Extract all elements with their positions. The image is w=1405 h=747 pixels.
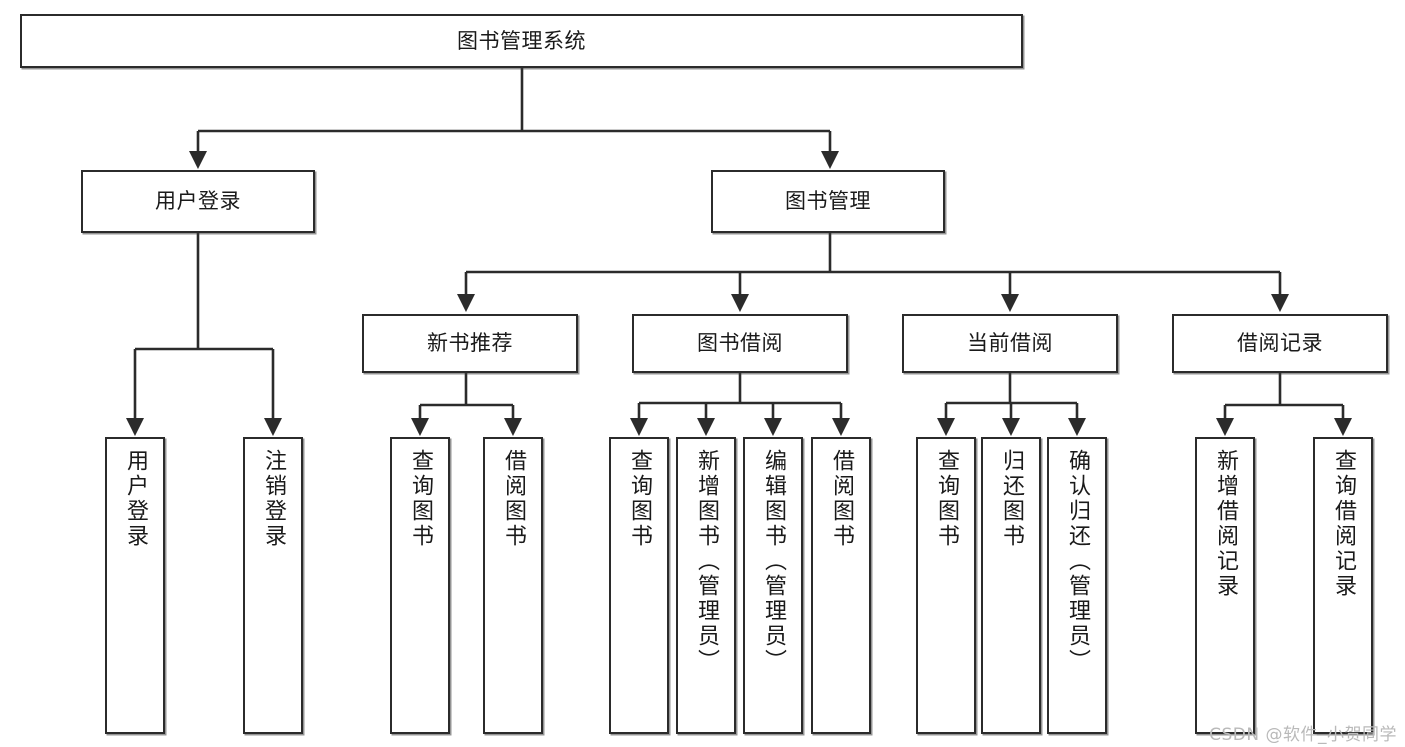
node-borrow-record-label: 借阅记录 [1237,331,1323,356]
node-book-manage-label: 图书管理 [785,189,871,214]
node-leaf-add-record[interactable]: 新增借阅记录 [1195,437,1255,734]
node-leaf-edit-book-label: 编辑图书（管理员） [761,449,786,674]
node-leaf-query-record-label: 查询借阅记录 [1331,449,1356,599]
node-leaf-query-book-3[interactable]: 查询图书 [916,437,976,734]
node-leaf-confirm-return-label: 确认归还（管理员） [1065,449,1090,674]
node-user-login-label: 用户登录 [155,189,241,214]
node-leaf-logout-login[interactable]: 注销登录 [243,437,303,734]
node-leaf-add-record-label: 新增借阅记录 [1213,449,1238,599]
node-leaf-query-book-2[interactable]: 查询图书 [609,437,669,734]
node-root-label: 图书管理系统 [457,28,586,53]
node-leaf-add-book[interactable]: 新增图书（管理员） [676,437,736,734]
node-leaf-user-login[interactable]: 用户登录 [105,437,165,734]
node-current-borrow[interactable]: 当前借阅 [902,314,1118,373]
node-leaf-borrow-book-2-label: 借阅图书 [829,449,854,549]
node-root[interactable]: 图书管理系统 [20,14,1023,68]
node-leaf-borrow-book-1[interactable]: 借阅图书 [483,437,543,734]
node-leaf-query-book-1[interactable]: 查询图书 [390,437,450,734]
node-leaf-query-book-2-label: 查询图书 [627,449,652,549]
node-leaf-return-book[interactable]: 归还图书 [981,437,1041,734]
node-leaf-return-book-label: 归还图书 [999,449,1024,549]
node-new-book-rec-label: 新书推荐 [427,331,513,356]
node-leaf-query-record[interactable]: 查询借阅记录 [1313,437,1373,734]
node-borrow-record[interactable]: 借阅记录 [1172,314,1388,373]
node-leaf-logout-login-label: 注销登录 [261,449,286,549]
node-book-borrow-label: 图书借阅 [697,331,783,356]
watermark: CSDN @软件_小贺同学 [1209,725,1397,745]
node-current-borrow-label: 当前借阅 [967,331,1053,356]
node-leaf-borrow-book-1-label: 借阅图书 [501,449,526,549]
node-leaf-query-book-3-label: 查询图书 [934,449,959,549]
node-leaf-borrow-book-2[interactable]: 借阅图书 [811,437,871,734]
node-leaf-user-login-label: 用户登录 [123,449,148,549]
node-book-manage[interactable]: 图书管理 [711,170,945,233]
node-leaf-confirm-return[interactable]: 确认归还（管理员） [1047,437,1107,734]
node-leaf-edit-book[interactable]: 编辑图书（管理员） [743,437,803,734]
node-leaf-add-book-label: 新增图书（管理员） [694,449,719,674]
node-new-book-rec[interactable]: 新书推荐 [362,314,578,373]
node-leaf-query-book-1-label: 查询图书 [408,449,433,549]
node-book-borrow[interactable]: 图书借阅 [632,314,848,373]
node-user-login[interactable]: 用户登录 [81,170,315,233]
